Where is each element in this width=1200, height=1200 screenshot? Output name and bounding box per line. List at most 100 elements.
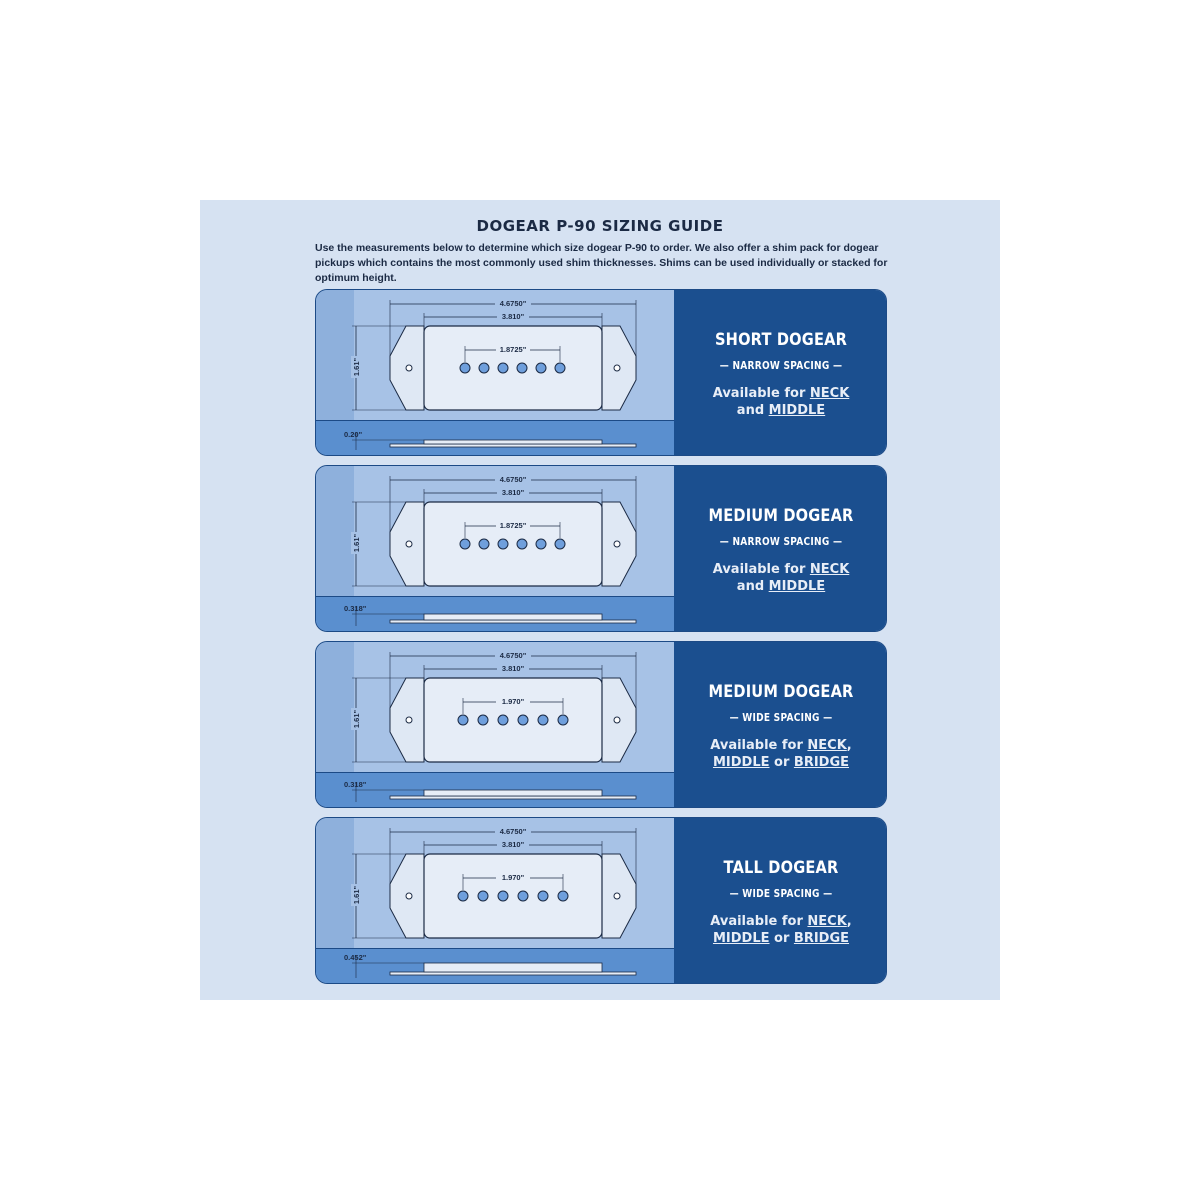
pole-piece — [478, 362, 490, 374]
height-label: 1.61" — [352, 709, 361, 728]
body-width-label-bg — [497, 488, 529, 497]
overall-width-label-bg — [495, 827, 531, 836]
overall-width-label: 4.6750" — [500, 475, 527, 484]
position-link-middle[interactable]: MIDDLE — [712, 755, 770, 770]
body-width-label: 3.810" — [502, 840, 525, 849]
right-mount-hole — [613, 540, 621, 548]
availability-comma: , — [846, 914, 852, 929]
body-width-label: 3.810" — [502, 312, 525, 321]
position-link-neck[interactable]: NECK — [809, 386, 850, 401]
overall-width-label: 4.6750" — [500, 827, 527, 836]
pickup-diagram: 4.6750" 3.810" 1.61" 1.8725" 0.318" — [344, 475, 637, 626]
overall-width-label-bg — [495, 651, 531, 660]
pole-piece — [557, 890, 569, 902]
diagram-profile-area — [316, 772, 674, 807]
height-label-bg — [351, 884, 361, 906]
overall-width-label-bg — [495, 475, 531, 484]
position-link-neck[interactable]: NECK — [809, 562, 850, 577]
pole-spacing-label-bg — [496, 521, 530, 530]
pole-spacing-label: 1.8725" — [500, 521, 527, 530]
pickup-diagram: 4.6750"3.810"1.61"1.970"0.452" — [344, 827, 637, 978]
availability-text: Available for NECK, MIDDLE or BRIDGE — [674, 737, 886, 771]
pole-piece — [497, 890, 509, 902]
intro-text: Use the measurements below to determine … — [315, 242, 888, 284]
pole-piece — [477, 714, 489, 726]
profile-cover — [423, 789, 603, 797]
height-label-bg — [351, 532, 361, 554]
shim-height-label: 0.452" — [344, 953, 367, 962]
position-link-neck[interactable]: NECK — [807, 738, 847, 753]
pole-piece — [497, 714, 509, 726]
pickup-name: MEDIUM DOGEAR — [708, 506, 854, 526]
pickup-info: TALL DOGEAR — WIDE SPACING — Available f… — [674, 818, 886, 983]
position-link-bridge[interactable]: BRIDGE — [793, 931, 850, 946]
overall-width-label: 4.6750" — [500, 299, 527, 308]
pole-spacing-label: 1.8725" — [500, 345, 527, 354]
body-width-label-bg — [497, 664, 529, 673]
left-mount-hole — [405, 364, 413, 372]
profile-base-plate — [389, 971, 637, 976]
height-label-bg — [351, 356, 361, 378]
overall-width-label: 4.6750" — [500, 651, 527, 660]
diagram-profile-area — [316, 596, 674, 631]
pole-piece — [478, 538, 490, 550]
pole-piece — [477, 890, 489, 902]
body-width-label: 3.810" — [502, 488, 525, 497]
pole-spacing-label: — WIDE SPACING — — [729, 712, 833, 724]
pole-piece — [459, 362, 471, 374]
pole-spacing-label: — WIDE SPACING — — [729, 888, 833, 900]
pickup-name: TALL DOGEAR — [723, 858, 839, 878]
pole-spacing-label-bg — [496, 697, 530, 706]
position-link-middle[interactable]: MIDDLE — [768, 579, 826, 594]
pickup-card: TALL DOGEAR — WIDE SPACING — Available f… — [315, 817, 887, 984]
pickup-diagram: 4.6750"3.810"1.61"1.970"0.318" — [344, 651, 637, 802]
pole-piece — [457, 714, 469, 726]
pickup-cover — [423, 325, 603, 411]
pickup-name: SHORT DOGEAR — [714, 330, 848, 350]
pole-piece — [554, 362, 566, 374]
pole-piece — [516, 362, 528, 374]
pickup-card: MEDIUM DOGEAR — WIDE SPACING — Available… — [315, 641, 887, 808]
profile-cover — [423, 439, 603, 445]
pole-spacing-label: — NARROW SPACING — — [719, 360, 843, 372]
pole-spacing-label: 1.970" — [502, 697, 525, 706]
profile-base-plate — [389, 795, 637, 800]
pole-spacing-label-bg — [496, 345, 530, 354]
pole-piece — [535, 362, 547, 374]
pole-piece — [535, 538, 547, 550]
shim-height-label: 0.318" — [344, 604, 367, 613]
availability-prefix: Available for — [712, 386, 810, 401]
pickup-cover — [423, 853, 603, 939]
pole-piece — [554, 538, 566, 550]
position-link-middle[interactable]: MIDDLE — [712, 931, 770, 946]
availability-mid: and — [736, 403, 769, 418]
position-link-bridge[interactable]: BRIDGE — [793, 755, 850, 770]
profile-base-plate — [389, 443, 637, 448]
pole-spacing-label: — NARROW SPACING — — [719, 536, 843, 548]
availability-prefix: Available for — [710, 738, 808, 753]
profile-cover — [423, 962, 603, 973]
shim-height-label: 0.20" — [344, 430, 363, 439]
availability-prefix: Available for — [710, 914, 808, 929]
body-width-label: 3.810" — [502, 664, 525, 673]
pickup-cover — [423, 677, 603, 763]
pole-piece — [516, 538, 528, 550]
position-link-middle[interactable]: MIDDLE — [768, 403, 826, 418]
pickup-diagram: 4.6750"3.810"1.61"1.8725"0.20" — [344, 299, 637, 450]
pickup-card: SHORT DOGEAR — NARROW SPACING — Availabl… — [315, 289, 887, 456]
pole-spacing-label-bg — [496, 873, 530, 882]
right-mount-hole — [613, 716, 621, 724]
height-label-bg — [351, 708, 361, 730]
availability-sep: or — [769, 931, 794, 946]
pickup-info: MEDIUM DOGEAR — NARROW SPACING — Availab… — [674, 466, 886, 631]
availability-sep: or — [769, 755, 794, 770]
height-label: 1.61" — [352, 885, 361, 904]
availability-prefix: Available for — [712, 562, 810, 577]
pole-piece — [459, 538, 471, 550]
position-link-neck[interactable]: NECK — [807, 914, 847, 929]
pole-piece — [537, 890, 549, 902]
height-label: 1.61" — [352, 533, 361, 552]
body-width-label-bg — [497, 312, 529, 321]
pickup-cover — [423, 501, 603, 587]
pole-piece — [497, 362, 509, 374]
